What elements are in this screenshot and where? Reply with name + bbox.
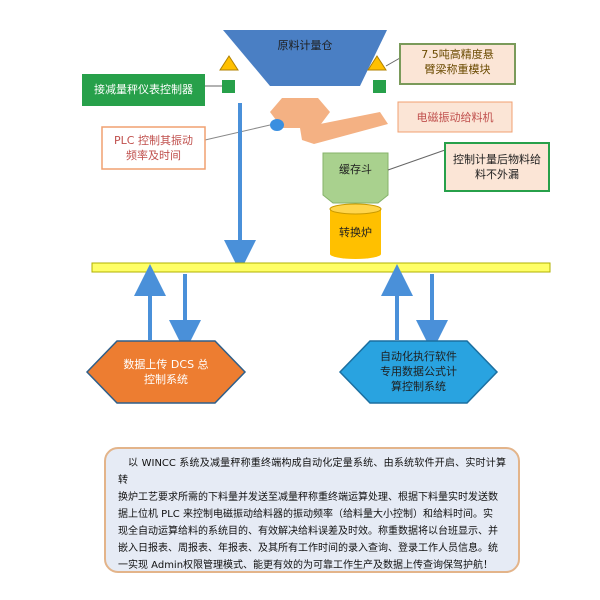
controller-box: [82, 74, 205, 106]
software-hexagon: [338, 340, 499, 404]
dcs-label: 数据上传 DCS 总 控制系统: [100, 357, 232, 387]
feeder-label-box: [397, 101, 513, 133]
description-line: 嵌入日报表、周报表、年报表、及其所有工作时间的录入查询、登录工作人员信息。统: [118, 543, 498, 554]
feeder-chute: [300, 112, 388, 144]
plc-label-line2: 频率及时间: [126, 149, 181, 162]
hopper-label: 原料计量仓: [277, 39, 333, 52]
software-label-line1: 自动化执行软件: [380, 350, 457, 363]
description-line: 一实现 Admin权限管理模式、能更有效的为可靠工作生产及数据上传查询保驾护航！: [118, 560, 494, 571]
converter-label: 转换炉: [339, 226, 372, 239]
load-cell-right-triangle: [367, 55, 387, 71]
load-cell-label-line1: 7.5吨高精度悬: [421, 48, 494, 61]
converter-bottom: [330, 249, 381, 259]
description-line: 换炉工艺要求所需的下料量并发送至减量秤称重终端运算处理、根据下料量实时发送数: [118, 492, 498, 503]
data-bus: [91, 262, 551, 273]
buffer-label: 缓存斗: [339, 163, 372, 176]
feeder-shape: [270, 98, 330, 128]
dcs-label-line2: 控制系统: [144, 373, 188, 386]
software-label: 自动化执行软件 专用数据公式计 算控制系统: [355, 349, 482, 394]
load-cell-label-line2: 臂梁称重模块: [424, 63, 491, 76]
controller-label: 接减量秤仪表控制器: [94, 83, 193, 96]
control-note-label: 控制计量后物料给 料不外漏: [445, 152, 549, 182]
control-note-line2: 料不外漏: [475, 168, 519, 181]
control-note-box: [444, 142, 550, 192]
load-cell-label: 7.5吨高精度悬 臂梁称重模块: [400, 47, 515, 77]
sensor-left: [222, 80, 235, 93]
buffer-connector: [387, 149, 446, 171]
plc-label: PLC 控制其振动 频率及时间: [102, 133, 205, 163]
software-label-line3: 算控制系统: [391, 380, 446, 393]
dcs-label-line1: 数据上传 DCS 总: [123, 358, 209, 371]
plc-label-line1: PLC 控制其振动: [114, 134, 193, 147]
description-box: 以 WINCC 系统及减量秤称重终端构成自动化定量系统、由系统软件开启、实时计算…: [104, 447, 520, 573]
converter-top: [329, 203, 382, 215]
control-note-line1: 控制计量后物料给: [453, 153, 541, 166]
load-cell-box: [399, 43, 516, 85]
loadcell-connector: [385, 57, 401, 67]
software-label-line2: 专用数据公式计: [380, 365, 457, 378]
plc-box: [101, 126, 206, 170]
hopper-shape: [223, 30, 387, 86]
dcs-hexagon: [85, 340, 247, 404]
description-line: 现全自动运算给料的系统目的、有效解决给料误差及时效。称重数据将以台班显示、并: [118, 526, 498, 537]
feeder-label: 电磁振动给料机: [416, 111, 494, 124]
description-line: 以 WINCC 系统及减量秤称重终端构成自动化定量系统、由系统软件开启、实时计算…: [118, 458, 506, 486]
buffer-shape: [322, 152, 389, 204]
converter-body: [330, 208, 381, 254]
load-cell-left-triangle: [219, 55, 239, 71]
description-line: 据上位机 PLC 来控制电磁振动给料器的振动频率（给料量大小控制）和给料时间。实: [118, 509, 493, 520]
plc-connector: [204, 124, 271, 141]
sensor-right: [373, 80, 386, 93]
vibrator-motor: [270, 119, 284, 131]
